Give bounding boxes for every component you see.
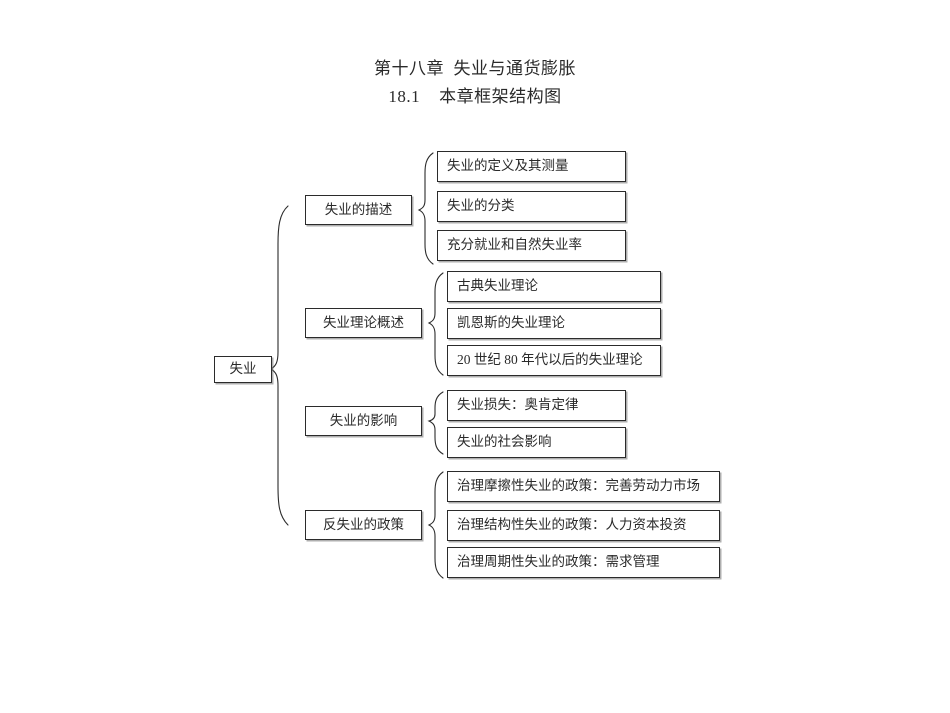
leaf-node-label: 失业的定义及其测量 [447, 158, 569, 174]
branch-node-unemployment-description[interactable]: 失业的描述 [305, 195, 412, 225]
section-title: 18.1 本章框架结构图 [388, 87, 562, 106]
root-node-label: 失业 [229, 361, 257, 377]
leaf-node-definition-measurement[interactable]: 失业的定义及其测量 [437, 151, 626, 182]
branch-node-label: 反失业的政策 [323, 516, 404, 532]
leaf-node-keynesian-theory[interactable]: 凯恩斯的失业理论 [447, 308, 661, 339]
leaf-node-okun-law[interactable]: 失业损失：奥肯定律 [447, 390, 626, 421]
leaf-node-full-employment-natural-rate[interactable]: 充分就业和自然失业率 [437, 230, 626, 261]
leaf-node-label: 治理周期性失业的政策：需求管理 [457, 554, 660, 570]
branch-node-label: 失业的描述 [324, 201, 393, 217]
root-node-unemployment[interactable]: 失业 [214, 356, 272, 383]
leaf-node-frictional-policy[interactable]: 治理摩擦性失业的政策：完善劳动力市场 [447, 471, 720, 502]
leaf-node-label: 治理结构性失业的政策：人力资本投资 [457, 517, 687, 533]
leaf-node-classical-theory[interactable]: 古典失业理论 [447, 271, 661, 302]
leaf-node-post-1980s-theory[interactable]: 20 世纪 80 年代以后的失业理论 [447, 345, 661, 376]
leaf-node-structural-policy[interactable]: 治理结构性失业的政策：人力资本投资 [447, 510, 720, 541]
leaf-node-cyclical-policy[interactable]: 治理周期性失业的政策：需求管理 [447, 547, 720, 578]
branch-node-label: 失业的影响 [329, 412, 398, 428]
leaf-node-label: 治理摩擦性失业的政策：完善劳动力市场 [457, 478, 700, 494]
page-heading: 第十八章 失业与通货膨胀 18.1 本章框架结构图 [0, 56, 950, 112]
leaf-node-social-impact[interactable]: 失业的社会影响 [447, 427, 626, 458]
leaf-node-label: 古典失业理论 [457, 278, 538, 294]
leaf-node-label: 充分就业和自然失业率 [447, 237, 582, 253]
leaf-node-label: 失业的社会影响 [457, 434, 552, 450]
leaf-node-label: 失业的分类 [447, 198, 515, 214]
chapter-title: 第十八章 失业与通货膨胀 [374, 59, 576, 78]
branch-node-anti-unemployment-policy[interactable]: 反失业的政策 [305, 510, 422, 540]
leaf-node-label: 凯恩斯的失业理论 [457, 315, 565, 331]
leaf-node-label: 失业损失：奥肯定律 [457, 397, 579, 413]
branch-node-impact[interactable]: 失业的影响 [305, 406, 422, 436]
branch-node-label: 失业理论概述 [323, 314, 404, 330]
leaf-node-unemployment-types[interactable]: 失业的分类 [437, 191, 626, 222]
leaf-node-label: 20 世纪 80 年代以后的失业理论 [457, 352, 643, 368]
branch-node-theory-overview[interactable]: 失业理论概述 [305, 308, 422, 338]
